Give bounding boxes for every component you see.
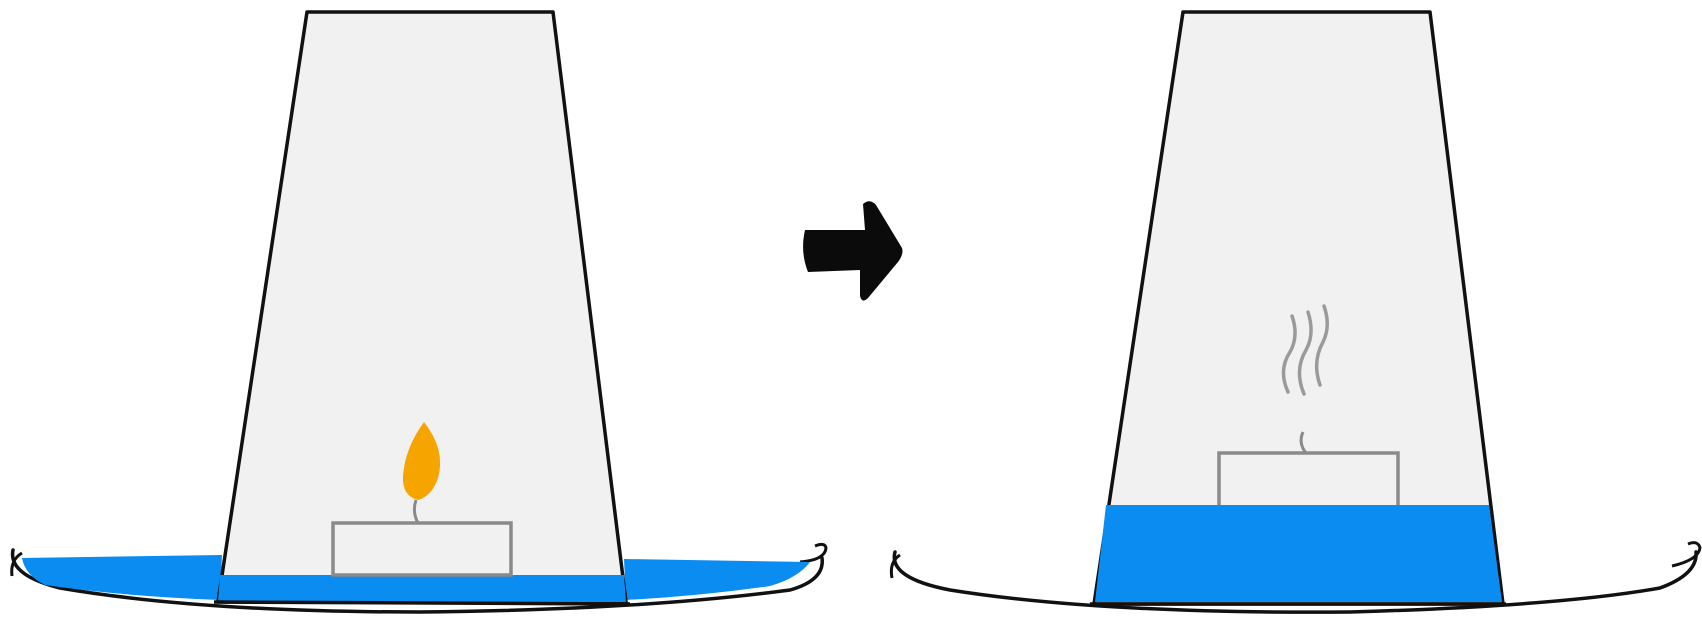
saucer-water-left-outside [22, 555, 222, 600]
glass-jar-before [218, 12, 626, 602]
right-arrow-icon [803, 201, 902, 300]
saucer-water-right-outside [624, 559, 810, 600]
after-panel [891, 12, 1700, 612]
jar-base-before [214, 602, 630, 604]
before-panel [12, 12, 826, 612]
jar-water-before [218, 575, 626, 602]
jar-water-after [1095, 505, 1502, 602]
